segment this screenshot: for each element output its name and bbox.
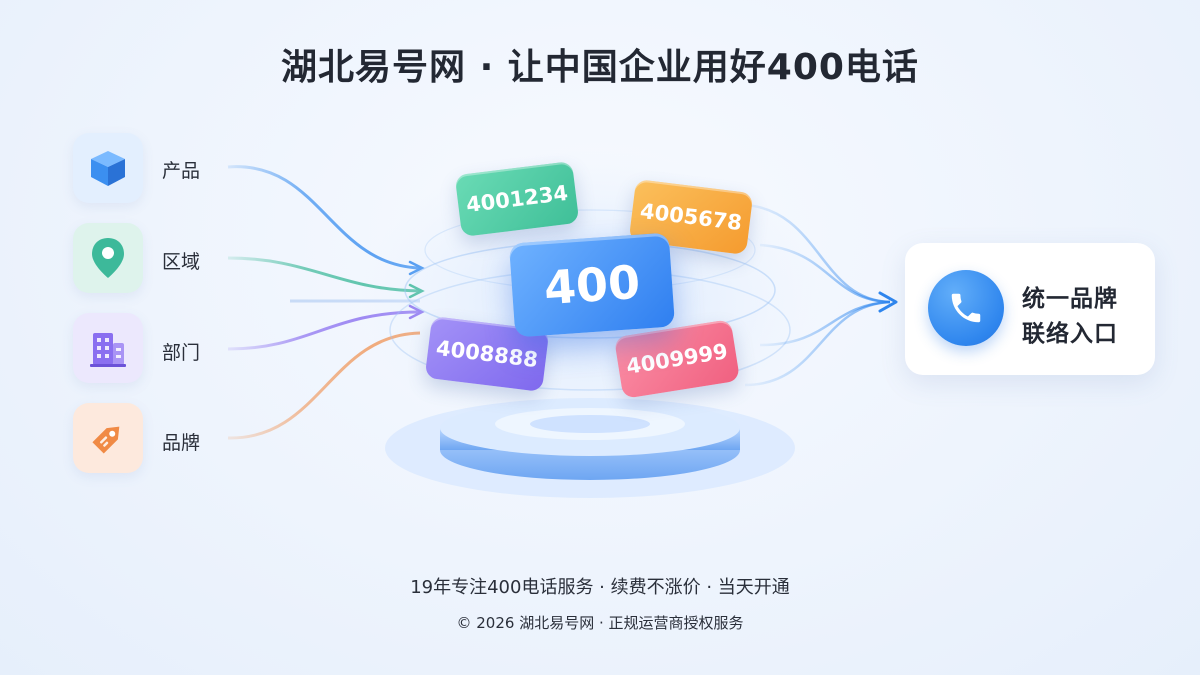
category-label-department: 部门 [162,342,201,364]
tag-icon [92,426,120,454]
flow-out-5 [744,300,891,387]
target-line-1: 统一品牌 [1022,286,1118,312]
footer-tagline: 19年专注400电话服务 · 续费不涨价 · 当天开通 [410,577,790,598]
location-pin-icon [92,238,124,278]
target-line-2: 联络入口 [1022,321,1118,347]
category-label-brand: 品牌 [162,432,201,454]
cube-icon [91,151,125,186]
flow-out-2 [759,243,891,304]
category-icon-region [73,223,143,293]
category-icon-product [73,133,143,203]
number-card-main-400: 400 [508,232,676,338]
footer-copyright: © 2026 湖北易号网 · 正规运营商授权服务 [456,614,744,632]
category-icon-department [73,313,143,383]
phone-icon [928,270,1004,346]
page-title: 湖北易号网 · 让中国企业用好400电话 [281,47,919,88]
category-label-product: 产品 [162,160,201,182]
flow-out-arrow [878,291,898,313]
unified-contact-card: 统一品牌 联络入口 [905,243,1155,375]
category-icon-brand [73,403,143,473]
category-label-region: 区域 [162,251,201,273]
building-icon [90,333,126,367]
